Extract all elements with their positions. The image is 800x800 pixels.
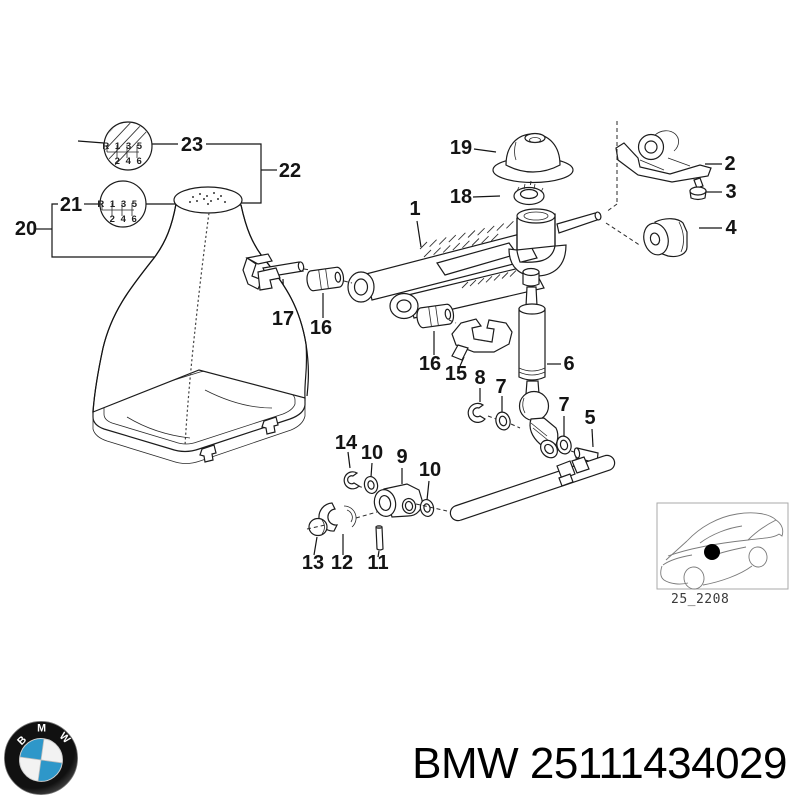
- diagram-code: 25_2208: [671, 592, 729, 607]
- selector-rod: [449, 454, 616, 522]
- bushing-16-left: [306, 266, 345, 292]
- callout-9: 9: [396, 446, 407, 468]
- roll-pin: [375, 525, 384, 551]
- shift-pattern-circle-plain: R 1 3 5 2 4 6: [97, 180, 147, 228]
- callout-16a: 16: [310, 317, 332, 339]
- knurled-screw: [689, 177, 707, 201]
- callout-labels: 1 2 3 4 5 6 7 7 8 9 10 10 11 12 13 14 15…: [15, 134, 738, 574]
- pattern-row-bottom: 2 4 6: [115, 156, 144, 167]
- callout-20: 20: [15, 218, 37, 240]
- shift-knob-top: [173, 186, 243, 214]
- callout-10b: 10: [419, 459, 441, 481]
- callout-22: 22: [279, 160, 301, 182]
- callout-10a: 10: [361, 442, 383, 464]
- axis-dashes: [306, 485, 448, 530]
- callout-6: 6: [563, 353, 574, 375]
- callout-leader-lines: [36, 140, 722, 558]
- locating-pin: [242, 253, 305, 291]
- callout-17: 17: [272, 308, 294, 330]
- location-marker-dot: [704, 544, 720, 560]
- roundel-quadrants: [19, 738, 63, 782]
- callout-16b: 16: [419, 353, 441, 375]
- end-cap: [308, 517, 328, 537]
- c-clip: [467, 402, 486, 423]
- shift-rod-ball-joint: [518, 267, 559, 459]
- shift-boot-assembly: [92, 186, 309, 464]
- boot-base-clip: [199, 444, 217, 463]
- e-clip: [343, 471, 360, 490]
- callout-15: 15: [445, 363, 467, 385]
- washer-7-right: [556, 435, 572, 455]
- bushing-16-center: [416, 303, 455, 329]
- logo-letter-m: M: [37, 723, 46, 735]
- bmw-logo: B M W: [4, 721, 78, 795]
- assembly-axis-dashed: [605, 121, 642, 247]
- callout-11: 11: [367, 552, 388, 574]
- pattern-row-bottom: 2 4 6: [110, 214, 139, 225]
- washer-10-left: [363, 475, 379, 495]
- selector-arm: [347, 208, 602, 320]
- joint-elbow: [373, 483, 423, 518]
- callout-8: 8: [474, 367, 485, 389]
- part-number-title: BMW 25111434029: [412, 739, 787, 788]
- callout-7a: 7: [495, 376, 506, 398]
- arm-pivot-rod: [556, 212, 602, 234]
- callout-12: 12: [331, 552, 353, 574]
- bearing-ring: [513, 180, 545, 206]
- callout-1: 1: [409, 198, 420, 220]
- callout-23: 23: [181, 134, 203, 156]
- callout-7b: 7: [558, 394, 569, 416]
- knob-perforation-dots: [189, 192, 226, 205]
- rubber-damper: [643, 218, 688, 258]
- callout-13: 13: [302, 552, 324, 574]
- exploded-parts-diagram: R 1 3 5 2 4 6 R 1 3 5 2 4 6: [15, 121, 789, 607]
- callout-4: 4: [725, 217, 737, 239]
- callout-18: 18: [450, 186, 472, 208]
- shift-pattern-circle-hatched: R 1 3 5 2 4 6: [102, 121, 153, 171]
- callout-3: 3: [725, 181, 736, 203]
- callout-19: 19: [450, 137, 472, 159]
- shift-lever-bearing-dome: [492, 132, 574, 184]
- boot-stitch-line: [184, 212, 210, 447]
- boot-base-clip: [261, 416, 279, 435]
- car-position-thumbnail: 25_2208: [656, 502, 789, 607]
- washer-7-left: [495, 411, 511, 431]
- gearshift-bracket: [615, 130, 712, 183]
- callout-14: 14: [335, 432, 358, 454]
- callout-21: 21: [60, 194, 82, 216]
- callout-5: 5: [584, 407, 595, 429]
- axis-dashes: [303, 268, 457, 324]
- pattern-row-top: R 1 3 5: [97, 199, 138, 210]
- pattern-row-top: R 1 3 5: [102, 141, 143, 152]
- clevis-bracket: [451, 318, 513, 361]
- car-outline: [660, 512, 784, 590]
- callout-2: 2: [724, 153, 735, 175]
